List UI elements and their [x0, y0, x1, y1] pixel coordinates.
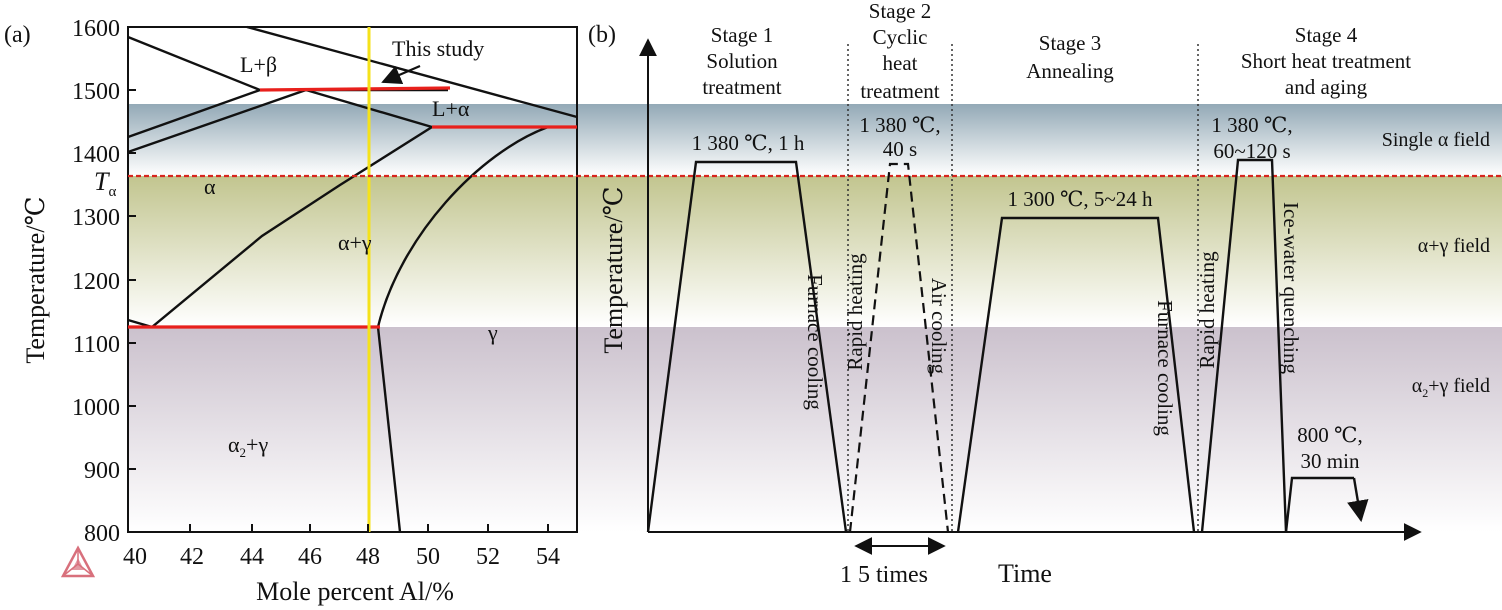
y-tick-1100: 1100 — [73, 332, 120, 358]
air-cooling: Air cooling — [927, 278, 951, 375]
svg-text:Stage 2: Stage 2 — [869, 0, 931, 23]
stage2-profile — [848, 162, 950, 533]
x-tick-50: 50 — [416, 544, 440, 570]
phase-alpha-gamma: α+γ — [338, 230, 372, 255]
stage3-title: Stage 3 Annealing — [1026, 31, 1114, 83]
panel-a-label: (a) — [4, 22, 31, 48]
alpha-transus — [127, 125, 433, 329]
svg-text:Solution: Solution — [706, 49, 778, 73]
phase-diagram: 1600 1500 1400 1300 1200 1100 1000 900 8… — [4, 16, 578, 606]
peritectic-line-1 — [259, 86, 451, 92]
ice-water-quenching: Ice-water quenching — [1279, 202, 1303, 374]
svg-text:heat: heat — [883, 51, 918, 75]
x-tick-54: 54 — [536, 544, 560, 570]
aging-temp-line2: 30 min — [1301, 449, 1360, 473]
field-single-alpha: Single α field — [1382, 129, 1490, 151]
svg-text:Stage 3: Stage 3 — [1039, 31, 1101, 55]
phase-alpha: α — [204, 174, 216, 199]
stage3-temp: 1 300 ℃, 5~24 h — [1007, 187, 1153, 211]
stage2-temp-line2: 40 s — [883, 137, 917, 161]
phase-alpha2-gamma: α2+γ — [228, 432, 268, 460]
aging-arrow — [1347, 477, 1369, 523]
x-tick-46: 46 — [298, 544, 322, 570]
y-tick-900: 900 — [84, 458, 120, 484]
svg-text:Stage 1: Stage 1 — [711, 23, 773, 47]
x-tick-42: 42 — [180, 544, 204, 570]
stage1-temp: 1 380 ℃, 1 h — [692, 131, 805, 155]
x-tick-48: 48 — [356, 544, 380, 570]
phase-l-beta: L+β — [240, 52, 277, 77]
stage1-profile — [646, 160, 848, 533]
y-tick-1400: 1400 — [72, 142, 120, 168]
stage1-title: Stage 1 Solution treatment — [702, 23, 781, 99]
svg-text:Annealing: Annealing — [1026, 59, 1114, 83]
field-alpha2-gamma: α2+γ field — [1412, 375, 1490, 400]
phase-l-alpha: L+α — [432, 96, 470, 121]
y-tick-1200: 1200 — [72, 269, 120, 295]
rapid-heating-2: Rapid heating — [1195, 251, 1219, 369]
thermo-calc-logo — [60, 545, 96, 578]
single-alpha-band — [128, 104, 1502, 176]
rapid-heating-1: Rapid heating — [843, 253, 867, 371]
stage3-profile — [956, 216, 1196, 533]
y-tick-1300: 1300 — [72, 205, 120, 231]
svg-text:Short heat treatment: Short heat treatment — [1241, 49, 1411, 73]
furnace-cooling-1: Furnace cooling — [803, 274, 827, 410]
y-axis-b-label: Temperature/℃ — [599, 186, 628, 353]
aging-temp-line1: 800 ℃, — [1297, 423, 1363, 447]
x-axis-a — [127, 524, 549, 532]
svg-text:treatment: treatment — [702, 75, 781, 99]
svg-text:Cyclic: Cyclic — [873, 25, 928, 49]
svg-text:treatment: treatment — [860, 79, 939, 103]
t-alpha-label: Tα — [94, 167, 116, 200]
stage4-profile — [1200, 158, 1288, 533]
svg-text:and aging: and aging — [1285, 75, 1368, 99]
stage4-title: Stage 4 Short heat treatment and aging — [1241, 23, 1411, 99]
stage4-temp-line1: 1 380 ℃, — [1211, 113, 1292, 137]
svg-text:Stage 4: Stage 4 — [1295, 23, 1358, 47]
y-tick-1000: 1000 — [72, 395, 120, 421]
heat-treatment-schedule: (b) Temperature/℃ Time 1 5 times Stage 1… — [588, 0, 1490, 588]
cycles-label: 1 5 times — [840, 562, 928, 588]
x-tick-44: 44 — [240, 544, 264, 570]
stage2-temp-line1: 1 380 ℃, — [859, 113, 940, 137]
alpha2-gamma-band — [128, 327, 1502, 532]
liquidus-alpha — [246, 25, 578, 119]
furnace-cooling-2: Furnace cooling — [1153, 300, 1177, 436]
y-tick-1500: 1500 — [72, 79, 120, 105]
this-study-arrow — [381, 64, 421, 85]
y-axis-a-label: Temperature/℃ — [21, 196, 50, 363]
stage4-temp-line2: 60~120 s — [1213, 139, 1290, 163]
x-tick-40: 40 — [123, 544, 147, 570]
field-alpha-gamma: α+γ field — [1418, 235, 1490, 257]
x-tick-52: 52 — [476, 544, 500, 570]
stage2-title: Stage 2 Cyclic heat treatment — [860, 0, 939, 103]
gamma-solvus — [376, 125, 549, 533]
x-axis-a-label: Mole percent Al/% — [256, 577, 454, 606]
y-tick-1600: 1600 — [72, 16, 120, 42]
aging-profile — [1284, 476, 1354, 533]
y-tick-800: 800 — [84, 521, 120, 547]
x-axis-b-label: Time — [998, 559, 1052, 588]
y-axis-a — [128, 26, 136, 470]
phase-gamma: γ — [487, 320, 498, 345]
this-study-label: This study — [392, 36, 484, 61]
panel-b-label: (b) — [588, 22, 616, 48]
